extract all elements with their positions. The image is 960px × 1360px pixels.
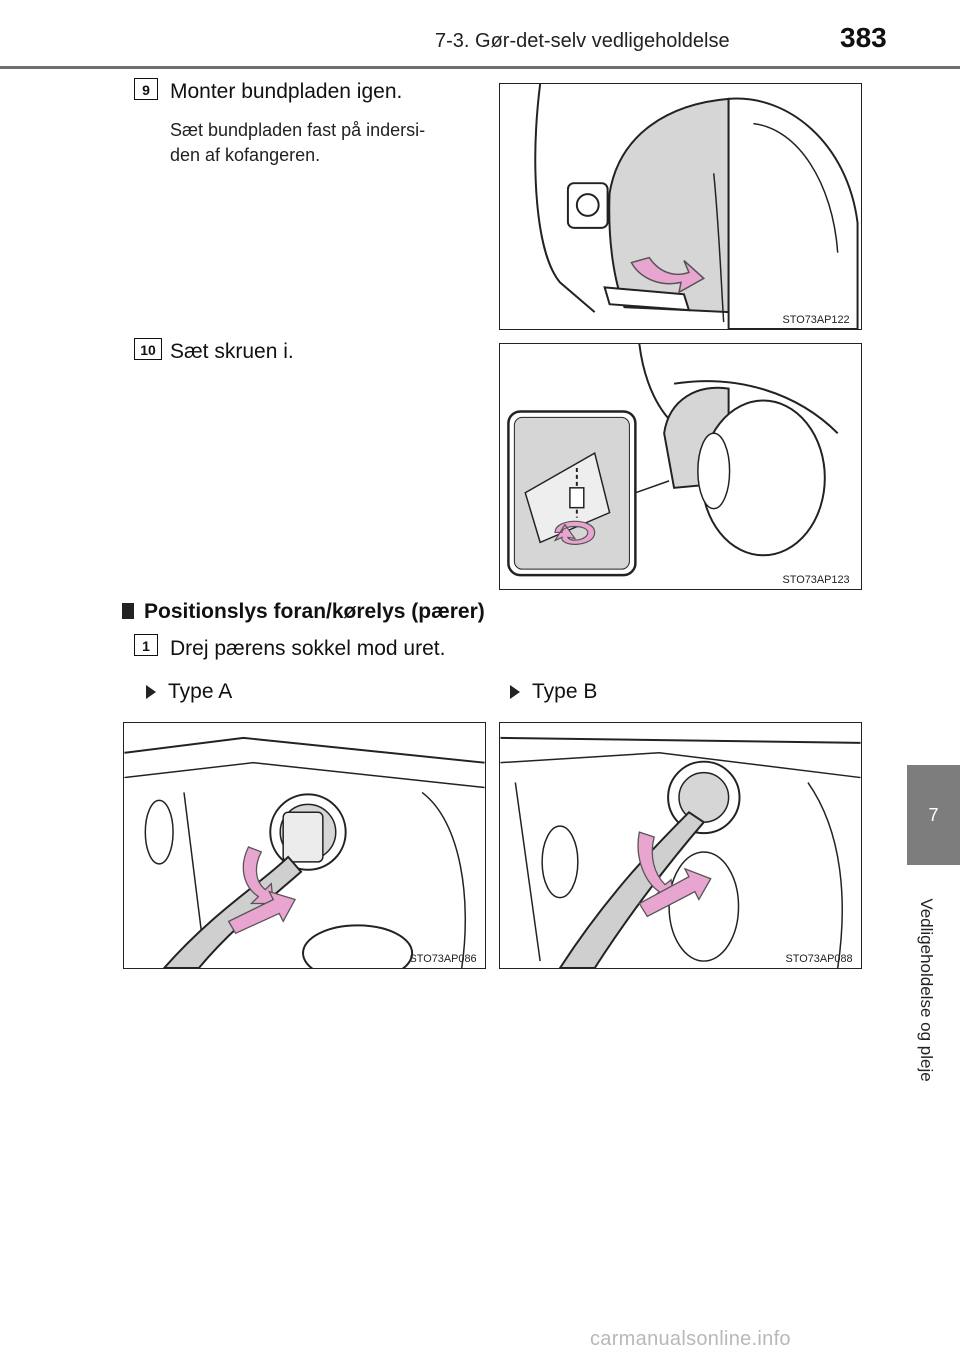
type-b-label: Type B xyxy=(510,680,597,704)
figure-type-a: STO73AP086 xyxy=(123,722,486,969)
step-number-9: 9 xyxy=(134,78,158,100)
section-heading: Positionslys foran/kørelys (pærer) xyxy=(122,600,485,624)
triangle-bullet-icon xyxy=(510,685,520,700)
type-a-label: Type A xyxy=(146,680,232,704)
page-number: 383 xyxy=(840,22,887,53)
square-bullet-icon xyxy=(122,603,134,619)
watermark: carmanualsonline.info xyxy=(590,1328,791,1350)
chapter-tab: 7 xyxy=(907,765,960,865)
bulb-socket-type-b-illustration: STO73AP088 xyxy=(500,736,861,968)
step-1-title: Drej pærens sokkel mod uret. xyxy=(170,637,446,660)
step-10-title: Sæt skruen i. xyxy=(170,340,294,363)
step-number-10: 10 xyxy=(134,338,162,360)
section-heading-text: Positionslys foran/kørelys (pærer) xyxy=(144,600,485,623)
type-a-label-text: Type A xyxy=(168,680,233,703)
figure-type-b: STO73AP088 xyxy=(499,722,862,969)
figure-step-10: STO73AP123 xyxy=(499,343,862,590)
step-number-1: 1 xyxy=(134,634,158,656)
step-9-title: Monter bundpladen igen. xyxy=(170,80,403,103)
figure-step-9: STO73AP122 xyxy=(499,83,862,330)
figure-code-type-a: STO73AP086 xyxy=(409,953,476,965)
screw-install-illustration: STO73AP123 xyxy=(507,344,850,586)
header-rule xyxy=(0,66,960,69)
triangle-bullet-icon xyxy=(146,685,156,700)
figure-code-step-10: STO73AP123 xyxy=(783,574,850,586)
figure-code-type-b: STO73AP088 xyxy=(785,953,852,965)
type-b-label-text: Type B xyxy=(532,680,598,703)
chapter-title-text: Vedligeholdelse og pleje xyxy=(917,898,936,1082)
step-9-detail: Sæt bundpladen fast på indersi- den af k… xyxy=(170,120,426,165)
chapter-side-label: Vedligeholdelse og pleje xyxy=(906,875,946,1105)
bulb-socket-type-a-illustration: STO73AP086 xyxy=(124,736,485,968)
figure-code-step-9: STO73AP122 xyxy=(783,314,850,326)
section-header-title: 7-3. Gør-det-selv vedligeholdelse xyxy=(435,30,730,52)
bumper-undercover-illustration: STO73AP122 xyxy=(534,84,859,329)
